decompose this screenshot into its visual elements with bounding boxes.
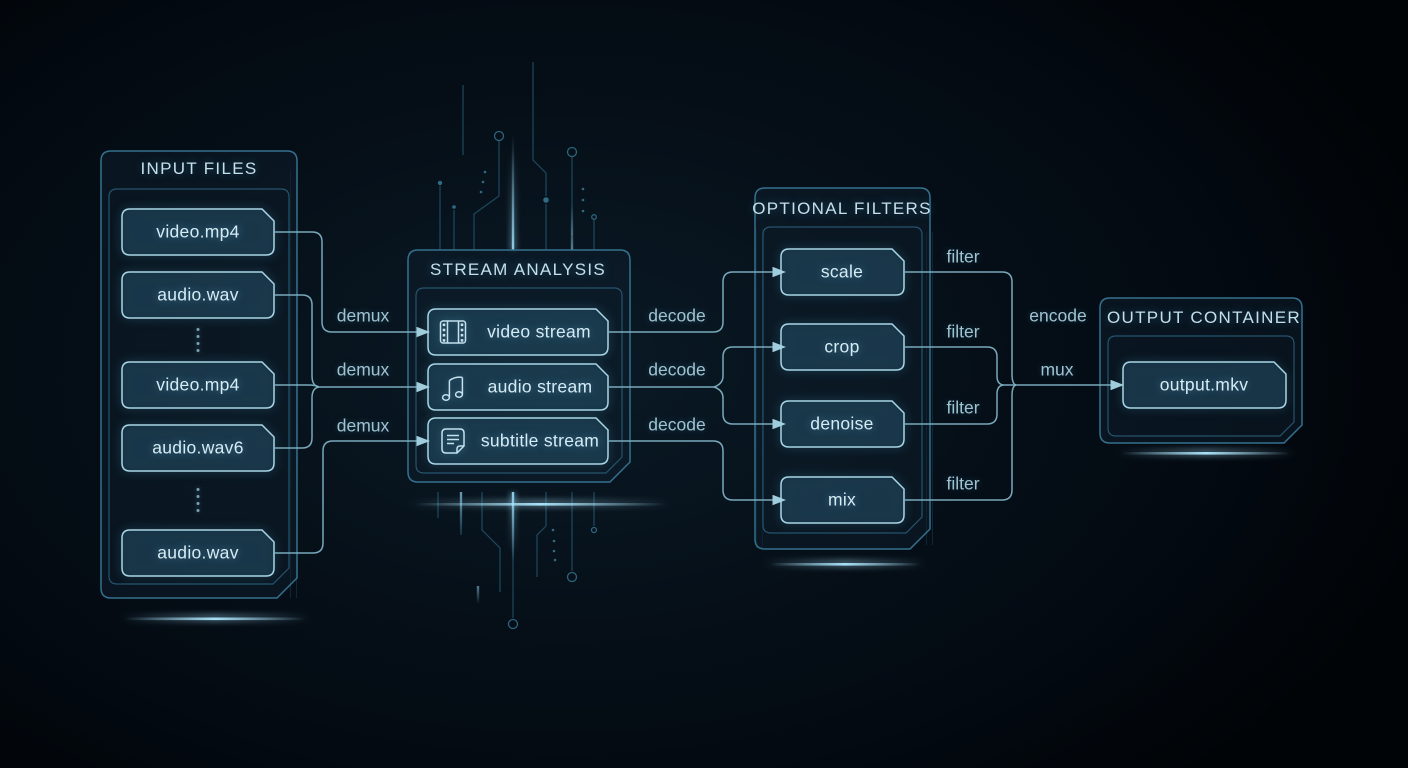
input-files-panel	[100, 150, 298, 599]
input-file-label: audio.wav6	[152, 437, 244, 458]
input-file-label: video.mp4	[156, 221, 240, 242]
subtitle-document-icon	[441, 428, 465, 454]
connector-filter-mix-out	[904, 384, 1017, 501]
filter-box	[780, 476, 905, 524]
ellipsis-dots	[196, 328, 200, 352]
edge-label-demux: demux	[336, 415, 390, 436]
glow-effects	[118, 135, 1298, 623]
connector-demux-video	[274, 231, 430, 338]
connector-filter-denoise-out	[904, 384, 1004, 425]
connector-demux-audio-branch3	[274, 386, 320, 449]
edge-label-decode: decode	[648, 305, 706, 326]
filter-label: scale	[820, 261, 864, 282]
film-strip-icon	[439, 320, 467, 344]
stream-panel-title: STREAM ANALYSIS	[429, 260, 607, 279]
input-file-box	[121, 208, 275, 256]
ellipsis-dots	[196, 488, 200, 512]
panel-outlines	[100, 150, 1303, 599]
stream-icons	[439, 320, 467, 454]
filters-panel-title: OPTIONAL FILTERS	[752, 199, 932, 218]
edge-label-filter: filter	[946, 397, 980, 418]
input-file-label: video.mp4	[156, 374, 240, 395]
filter-box	[780, 248, 905, 296]
connectors	[274, 231, 1124, 554]
input-file-label: audio.wav	[157, 284, 239, 305]
filter-box	[780, 323, 905, 371]
output-panel-title: OUTPUT CONTAINER	[1107, 308, 1301, 327]
input-file-box	[121, 271, 275, 319]
stream-label: video stream	[487, 321, 591, 342]
stream-box	[427, 417, 609, 465]
connector-decode-mix	[608, 440, 786, 506]
connector-filter-scale-out	[904, 271, 1017, 386]
edge-label-filter: filter	[946, 321, 980, 342]
optional-filters-panel-inner-border	[762, 226, 923, 534]
edge-label-demux: demux	[336, 359, 390, 380]
music-note-icon	[441, 376, 464, 401]
input-file-box	[121, 529, 275, 577]
stream-analysis-panel-inner-border	[415, 287, 623, 474]
connector-demux-subtitle	[274, 435, 430, 554]
stream-box	[427, 308, 609, 356]
output-file-box	[1122, 361, 1287, 409]
connector-filter-crop-out	[904, 346, 1004, 386]
stream-label: audio stream	[487, 376, 593, 397]
input-file-box	[121, 361, 275, 409]
filter-box	[780, 400, 905, 448]
input-panel-title: INPUT FILES	[140, 159, 258, 178]
filter-label: denoise	[810, 413, 874, 434]
edge-label-decode: decode	[648, 359, 706, 380]
stream-analysis-panel	[407, 249, 631, 483]
output-container-panel-inner-border	[1107, 335, 1295, 437]
edge-label-mux: mux	[1040, 359, 1074, 380]
input-files-panel-inner-border	[108, 188, 290, 585]
connector-decode-crop	[713, 341, 786, 388]
filter-label: crop	[824, 336, 860, 357]
stream-label: subtitle stream	[480, 430, 600, 451]
edge-label-demux: demux	[336, 305, 390, 326]
edge-label-decode: decode	[648, 414, 706, 435]
output-file-label: output.mkv	[1159, 374, 1249, 395]
edge-label-encode: encode	[1029, 305, 1087, 326]
input-file-box	[121, 424, 275, 472]
stream-box	[427, 363, 609, 411]
connector-decode-scale	[608, 266, 786, 333]
node-boxes	[121, 208, 1287, 577]
edge-label-filter: filter	[946, 473, 980, 494]
optional-filters-panel	[754, 187, 931, 550]
input-file-label: audio.wav	[157, 542, 239, 563]
connector-decode-denoise	[713, 386, 786, 430]
output-container-panel	[1099, 297, 1303, 444]
filter-label: mix	[827, 489, 857, 510]
edge-label-filter: filter	[946, 246, 980, 267]
